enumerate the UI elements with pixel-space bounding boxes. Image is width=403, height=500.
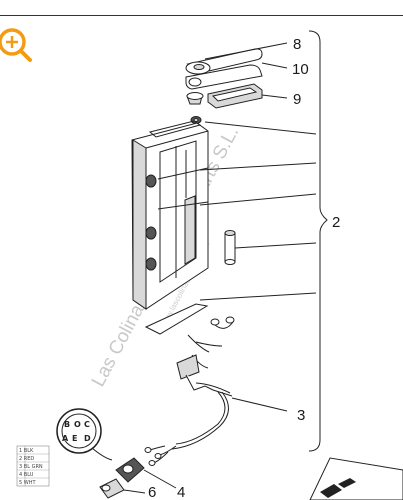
mount-plate [144, 303, 209, 335]
callout-3: 3 [297, 407, 305, 424]
callout-9: 9 [293, 91, 301, 108]
callout-8: 8 [293, 36, 301, 53]
plate-part-10 [185, 64, 263, 90]
legend-row-3: 3 BL GRN [19, 464, 43, 470]
legend-row-2: 2 RED [19, 456, 34, 462]
wiring-legend: 1 BLK 2 RED 3 BL GRN 4 BLU 5 WHT [16, 445, 50, 487]
callout-2: 2 [332, 214, 340, 231]
pin-label-e: E [72, 434, 77, 443]
leader-lines [199, 42, 317, 412]
callout-10: 10 [292, 61, 309, 78]
callout-6: 6 [148, 484, 156, 500]
legend-row-4: 4 BLU [19, 472, 34, 478]
pin-label-c: C [84, 420, 90, 429]
pin-label-d: D [84, 434, 91, 443]
plug-part-6 [99, 478, 146, 499]
legend-row-1: 1 BLK [19, 448, 34, 454]
control-frame [131, 120, 209, 310]
cylinder-part [224, 230, 236, 265]
plug-part-4 [115, 457, 177, 489]
callout-4: 4 [177, 484, 185, 500]
pin-label-a: A [62, 434, 69, 443]
corner-card [309, 457, 403, 500]
pin-label-b: B [64, 420, 70, 429]
pin-label-o: O [74, 420, 81, 429]
legend-row-5: 5 WHT [19, 480, 36, 486]
connector-face: B O C A E D [56, 408, 113, 461]
knob-part [186, 92, 204, 124]
cable-harness-part-3 [144, 316, 235, 466]
zoom-in-icon[interactable] [0, 28, 32, 62]
connector-part-9 [207, 83, 263, 109]
group-bracket [308, 30, 328, 452]
